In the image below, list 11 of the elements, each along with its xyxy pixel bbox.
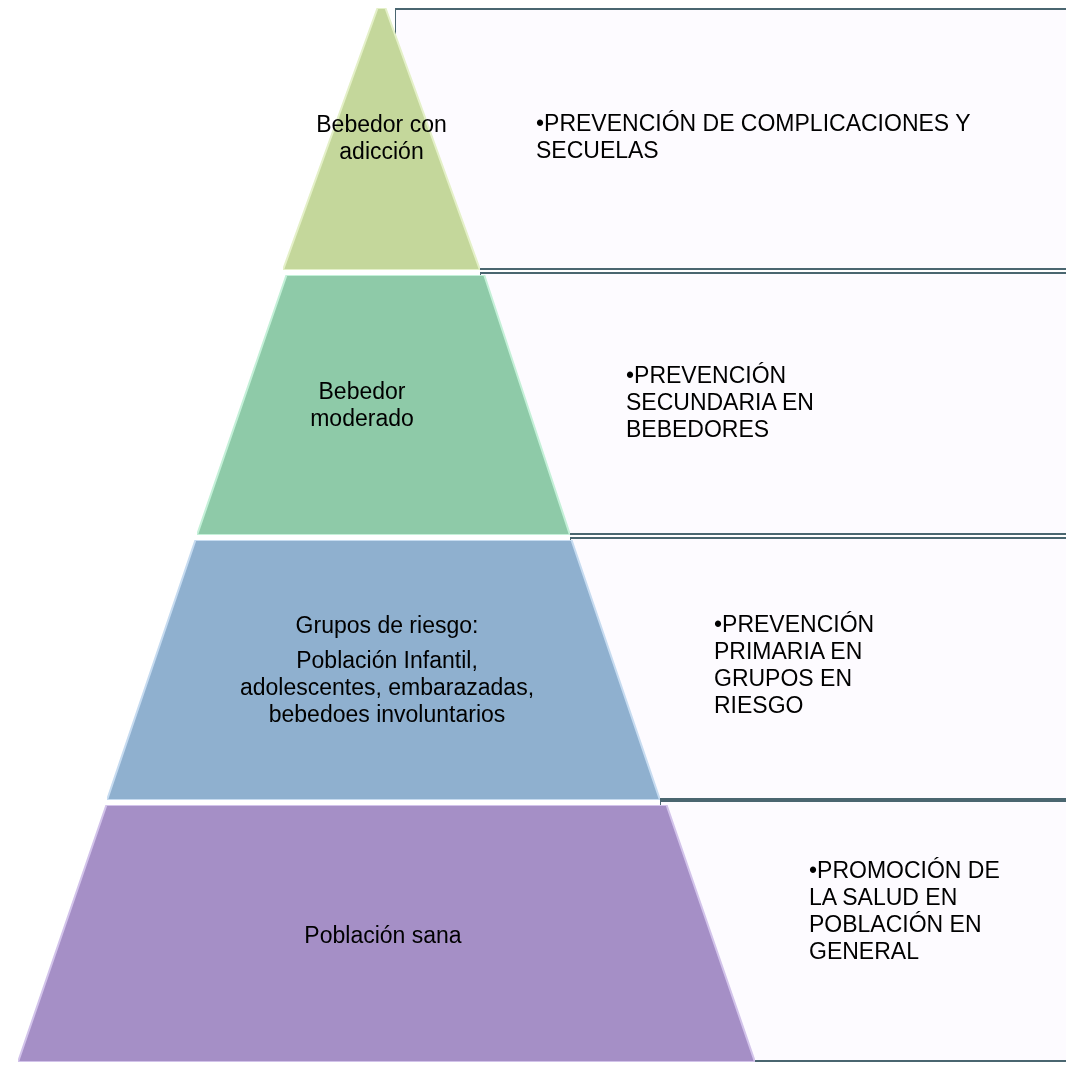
level-label: Población sana: [304, 921, 462, 949]
level-label: Grupos de riesgo:: [295, 612, 479, 639]
strategy-text: •PREVENCIÓN SECUNDARIA EN BEBEDORES: [626, 362, 815, 443]
strategy-panel: [480, 272, 1066, 535]
level-label: Bebedor moderado: [309, 378, 415, 432]
strategy-text: •PROMOCIÓN DE LA SALUD EN POBLACIÓN EN GENERAL: [809, 857, 1001, 965]
level-label: Población Infantil, adolescentes, embarazadas, bebedoes involuntarios: [238, 647, 536, 728]
strategy-panel: [570, 537, 1066, 800]
strategy-text: •PREVENCIÓN PRIMARIA EN GRUPOS EN RIESGO: [714, 611, 876, 719]
level-label: Bebedor con adicción: [315, 111, 448, 165]
strategy-text: •PREVENCIÓN DE COMPLICACIONES Y SECUELAS: [536, 110, 972, 164]
